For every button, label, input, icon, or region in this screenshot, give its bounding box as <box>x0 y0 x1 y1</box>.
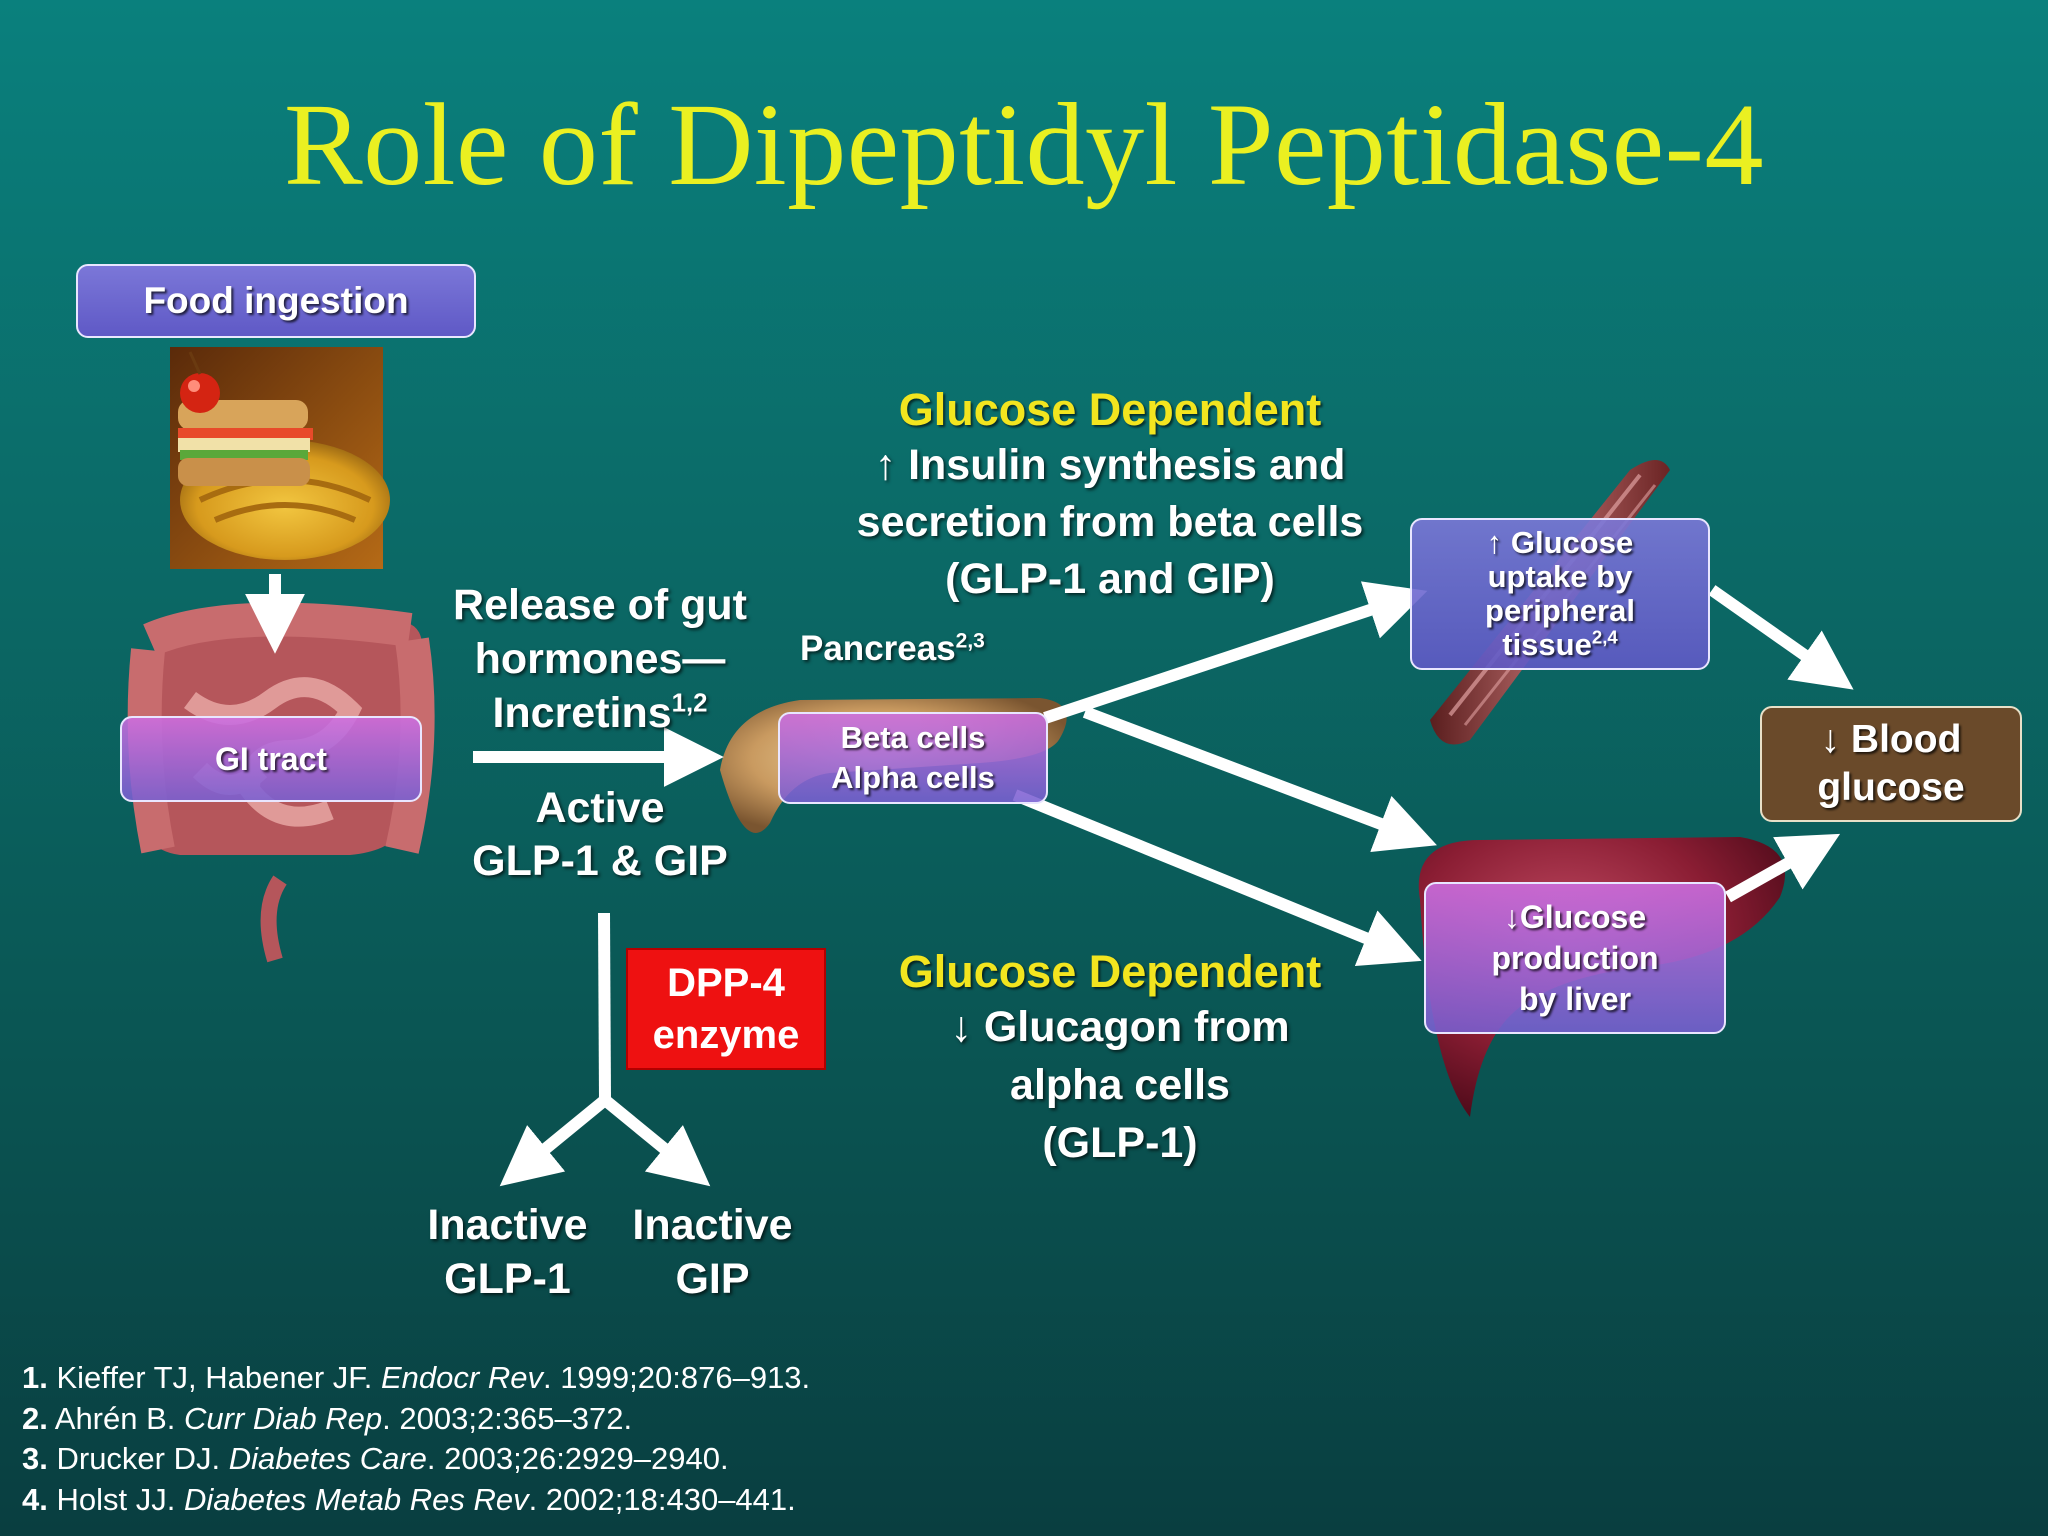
inactive-gip-text: Inactive GIP <box>610 1198 815 1306</box>
release-line-3: Incretins1,2 <box>492 689 708 737</box>
peripheral-line-4: tissue2,4 <box>1502 626 1618 662</box>
line-dpp4-stem <box>598 912 611 1101</box>
gi-tract-box: GI tract <box>120 716 422 802</box>
blood-line-1: ↓ Blood <box>1820 718 1962 761</box>
arrow-to-liver-lower <box>1012 789 1422 966</box>
insulin-line-2: secretion from beta cells <box>856 498 1364 546</box>
upper-glucose-dependent-heading: Glucose Dependent <box>898 384 1322 435</box>
active-line-1: Active <box>535 784 665 832</box>
flow-arrows <box>245 574 1854 1187</box>
arrow-liver-to-blood <box>1725 833 1841 903</box>
beta-cells-label: Beta cells <box>840 720 986 755</box>
dpp4-line-1: DPP-4 <box>667 961 785 1005</box>
liver-line-1: ↓Glucose <box>1503 898 1647 935</box>
inactive-glp1-line-1: Inactive <box>427 1201 588 1249</box>
release-line-2: hormones— <box>474 635 726 683</box>
glucagon-line-3: (GLP-1) <box>1042 1119 1198 1167</box>
pancreas-cells-box: Beta cells Alpha cells <box>778 712 1048 804</box>
peripheral-line-1: ↑ Glucose <box>1486 525 1634 560</box>
gi-tract-label: GI tract <box>214 740 328 777</box>
release-line-1: Release of gut <box>453 581 747 629</box>
dpp4-enzyme-box: DPP-4 enzyme <box>626 948 826 1070</box>
reference-item: 1. Kieffer TJ, Habener JF. Endocr Rev. 1… <box>22 1360 811 1395</box>
inactive-glp1-text: Inactive GLP-1 <box>405 1198 610 1306</box>
arrow-to-liver-upper <box>1082 706 1437 853</box>
release-text: Release of gut hormones— Incretins1,2 <box>410 578 790 740</box>
food-ingestion-box: Food ingestion <box>76 264 476 338</box>
glucagon-effect-text: ↓ Glucagon from alpha cells (GLP-1) <box>800 998 1440 1172</box>
inactive-gip-line-1: Inactive <box>632 1201 793 1249</box>
glucagon-line-1: ↓ Glucagon from <box>950 1003 1290 1051</box>
liver-line-2: production <box>1491 939 1659 976</box>
liver-line-3: by liver <box>1518 980 1632 1017</box>
liver-production-box: ↓Glucose production by liver <box>1424 882 1726 1034</box>
reference-item: 4. Holst JJ. Diabetes Metab Res Rev. 200… <box>22 1481 796 1517</box>
blood-glucose-box: ↓ Blood glucose <box>1760 706 2022 822</box>
reference-item: 3. Drucker DJ. Diabetes Care. 2003;26:29… <box>22 1441 729 1476</box>
up-arrow-icon: ↑ <box>874 441 897 489</box>
down-arrow-icon: ↓ <box>950 1003 972 1051</box>
arrow-to-inactive-glp1 <box>499 1095 609 1187</box>
pancreas-label: Pancreas2,3 <box>800 629 985 668</box>
food-illustration <box>170 347 390 569</box>
inactive-gip-line-2: GIP <box>675 1255 750 1303</box>
insulin-line-3: (GLP-1 and GIP) <box>945 555 1275 603</box>
peripheral-line-2: uptake by <box>1487 559 1633 594</box>
arrow-peripheral-to-blood <box>1708 585 1854 690</box>
insulin-effect-text: ↑ Insulin synthesis and secretion from b… <box>790 437 1430 608</box>
dpp4-line-2: enzyme <box>652 1013 800 1057</box>
peripheral-uptake-box: ↑ Glucose uptake by peripheral tissue2,4 <box>1410 518 1710 670</box>
inactive-glp1-line-2: GLP-1 <box>444 1255 571 1303</box>
active-line-2: GLP-1 & GIP <box>472 837 728 885</box>
reference-item: 2. Ahrén B. Curr Diab Rep. 2003;2:365–37… <box>22 1400 633 1436</box>
blood-line-2: glucose <box>1817 766 1965 809</box>
arrow-to-inactive-gip <box>601 1095 711 1187</box>
peripheral-line-3: peripheral <box>1485 593 1635 628</box>
arrow-to-peripheral <box>1043 581 1428 724</box>
active-hormones-text: Active GLP-1 & GIP <box>420 782 780 888</box>
alpha-cells-label: Alpha cells <box>831 760 995 795</box>
food-ingestion-label: Food ingestion <box>143 280 409 321</box>
slide-title: Role of Dipeptidyl Peptidase-4 <box>284 79 1764 210</box>
glucagon-line-2: alpha cells <box>1010 1061 1230 1109</box>
lower-glucose-dependent-heading: Glucose Dependent <box>898 946 1322 997</box>
references-list: 1. Kieffer TJ, Habener JF. Endocr Rev. 1… <box>22 1358 810 1520</box>
insulin-line-1: ↑ Insulin synthesis and <box>874 441 1346 489</box>
